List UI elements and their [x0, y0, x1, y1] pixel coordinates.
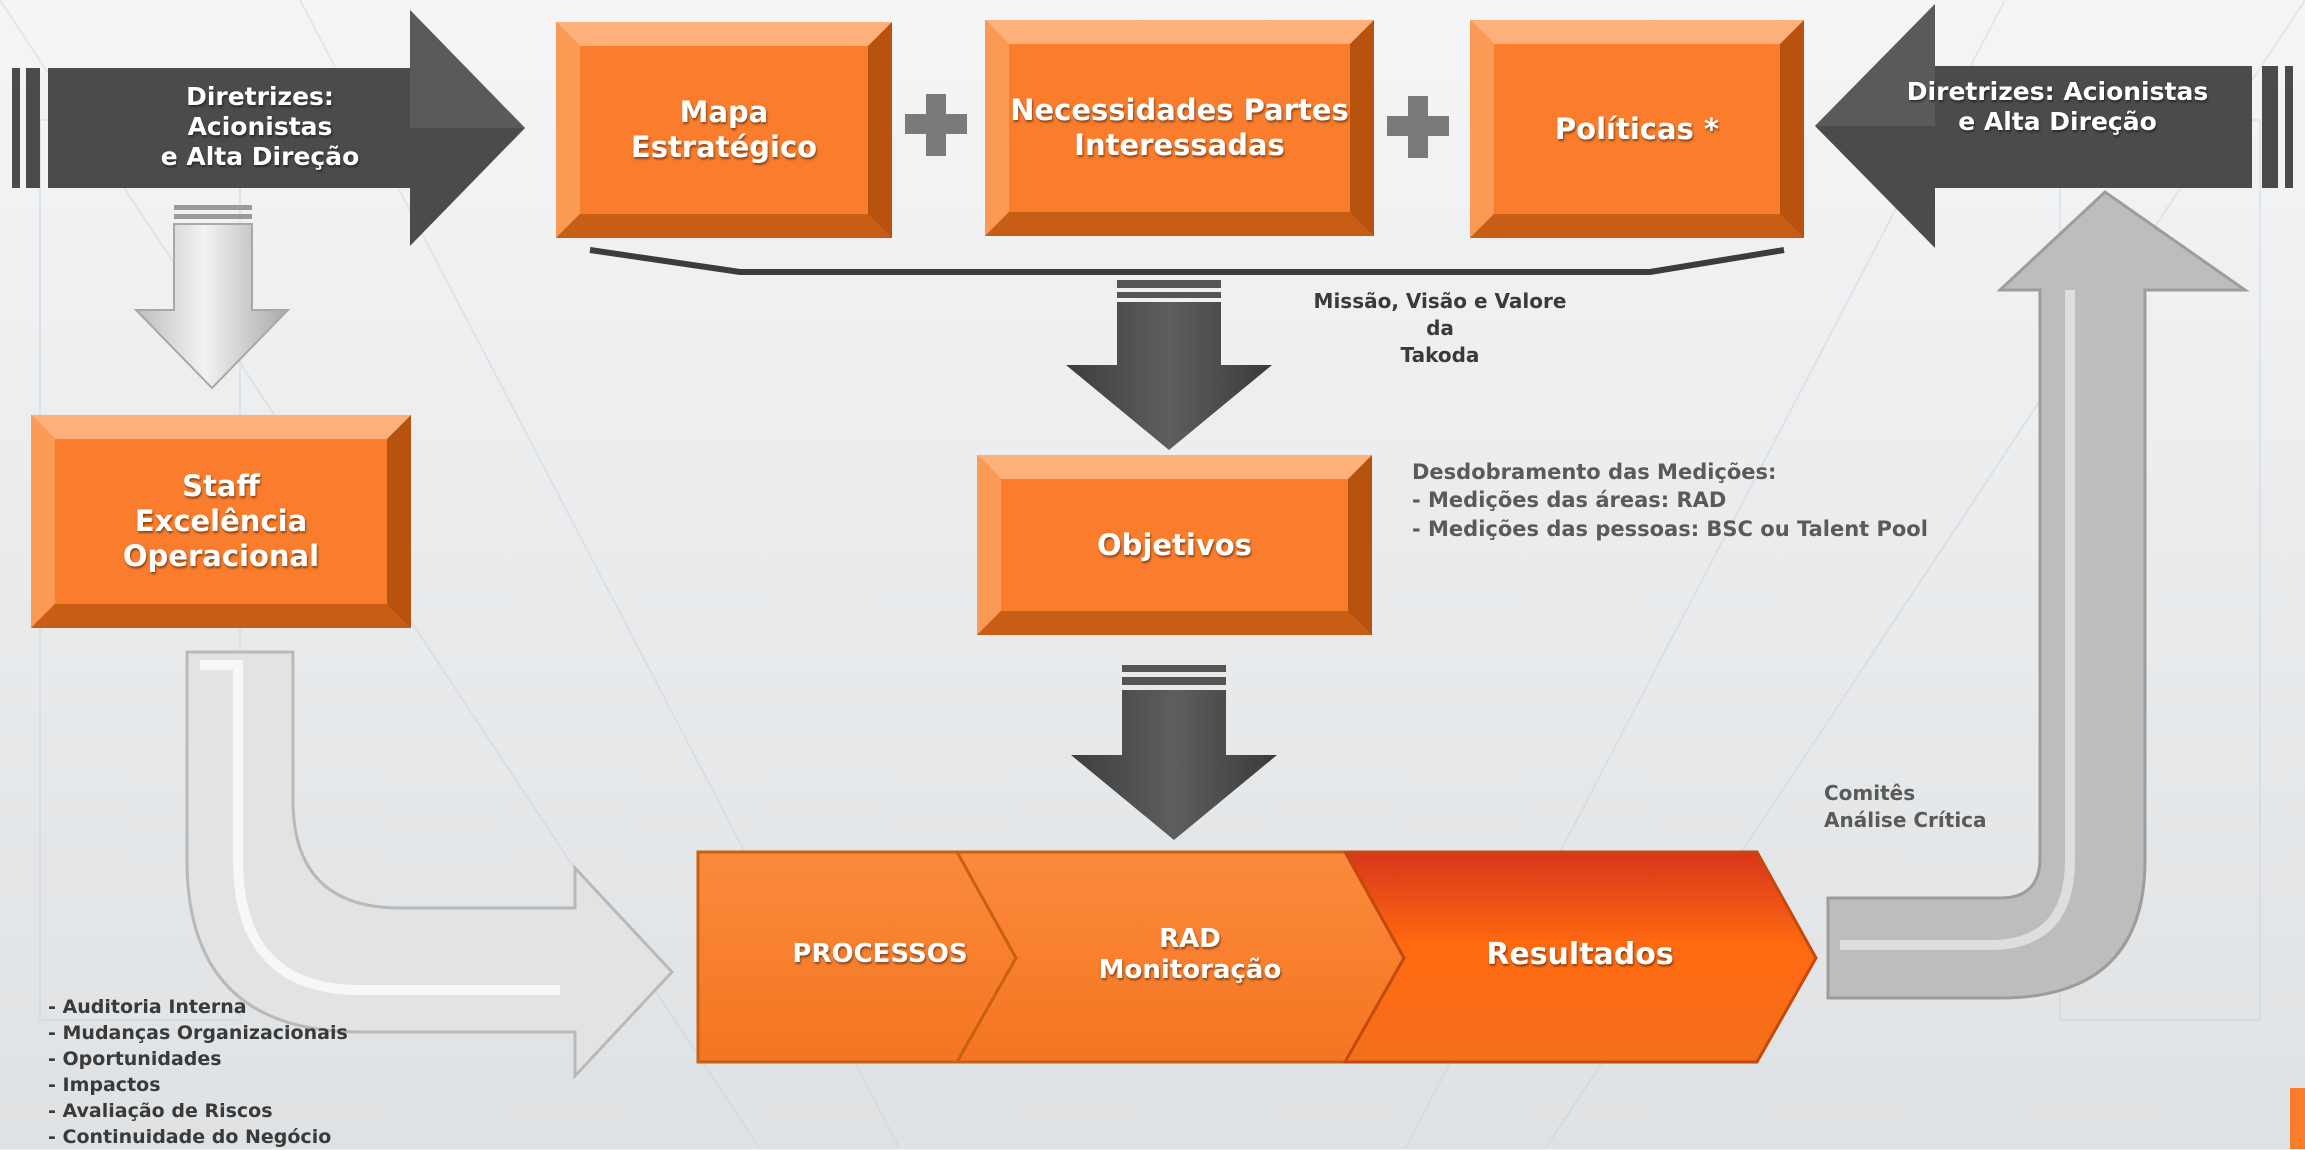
- dark-down-arrow-bottom: [1071, 665, 1277, 840]
- corner-accent: [2290, 1088, 2305, 1149]
- list-item: Auditoria Interna: [48, 994, 388, 1020]
- left-directives-arrow: [12, 10, 525, 246]
- plus-icon: [1387, 96, 1449, 158]
- plus-icon: [905, 94, 967, 156]
- bracket-line: [589, 247, 1785, 275]
- list-item: Impactos: [48, 1072, 388, 1098]
- right-directives-arrow: [1815, 4, 2293, 248]
- list-item: Avaliação de Riscos: [48, 1098, 388, 1124]
- list-item: Continuidade do Negócio: [48, 1124, 388, 1150]
- processos-label: PROCESSOS: [792, 939, 968, 970]
- feedback-curved-arrow: [1826, 190, 2250, 1000]
- politicas-label: Políticas *: [1554, 111, 1720, 146]
- list-item: Mudanças Organizacionais: [48, 1020, 388, 1046]
- objetivos-box: [977, 455, 1372, 635]
- staff-inputs-list: Auditoria Interna Mudanças Organizaciona…: [48, 994, 388, 1150]
- resultados-chevron: [1342, 850, 1818, 1064]
- mapa-box: [556, 22, 892, 238]
- politicas-box: [1470, 20, 1804, 238]
- objetivos-label: Objetivos: [1097, 527, 1252, 562]
- light-down-arrow: [133, 205, 291, 390]
- resultados-label: Resultados: [1486, 937, 1674, 972]
- necessidades-box: [985, 20, 1374, 236]
- staff-box: [31, 415, 411, 628]
- dark-down-arrow-top: [1066, 280, 1272, 450]
- staff-curved-arrow: [185, 650, 675, 1080]
- desdobramento-note: Desdobramento das Medições: - Medições d…: [1412, 460, 1928, 541]
- list-item: Oportunidades: [48, 1046, 388, 1072]
